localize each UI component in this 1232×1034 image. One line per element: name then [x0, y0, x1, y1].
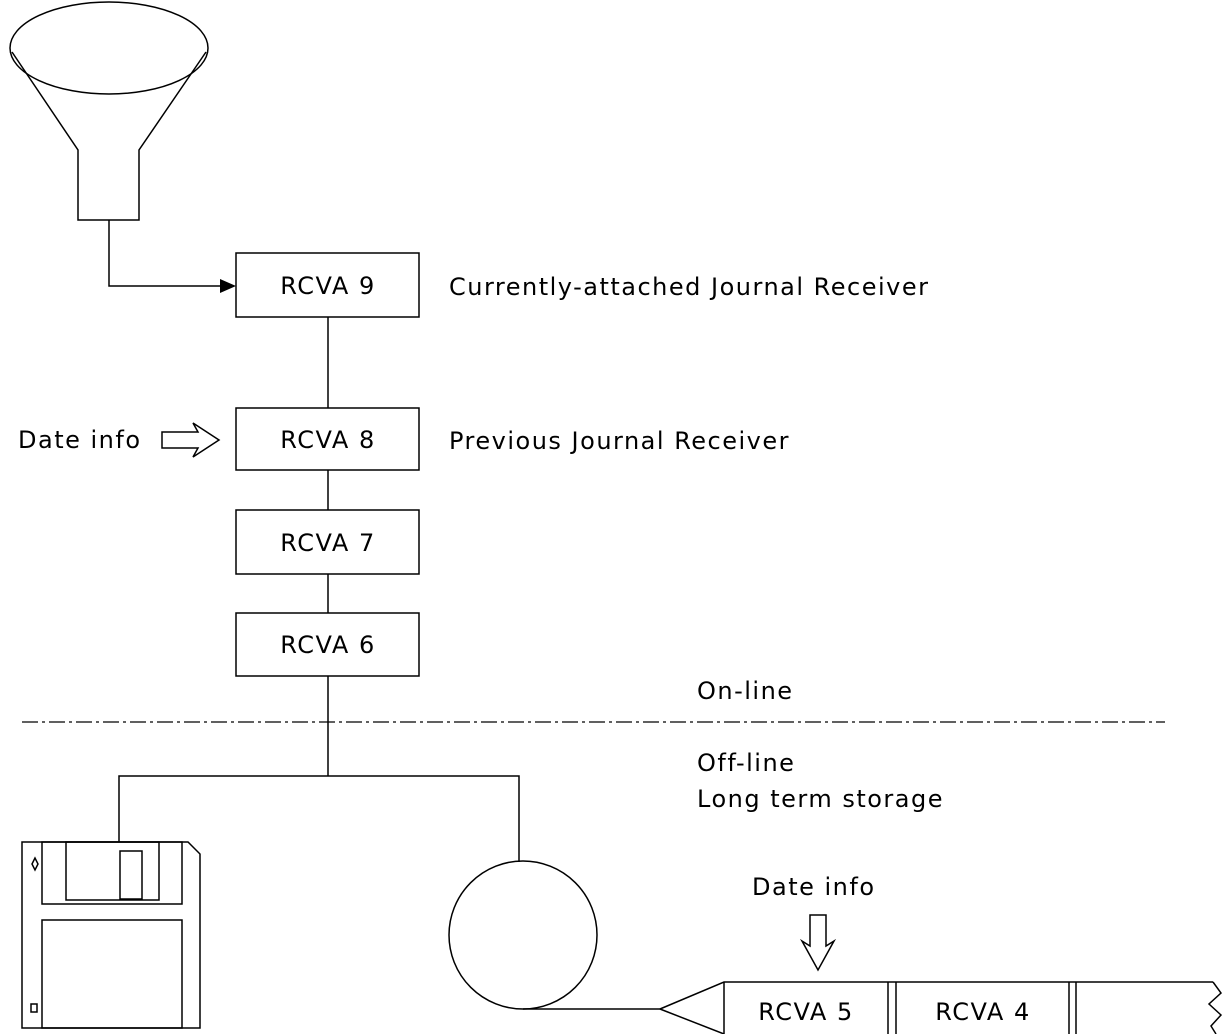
long-term-storage-label: Long term storage: [697, 785, 944, 813]
receiver-box-rcva7[interactable]: RCVA 7: [235, 509, 420, 575]
receiver-label: RCVA 8: [280, 426, 375, 454]
funnel-icon: [9, 1, 209, 221]
date-info-label-left: Date info: [18, 426, 142, 454]
current-receiver-label: Currently-attached Journal Receiver: [449, 273, 929, 301]
receiver-label: RCVA 7: [280, 529, 375, 557]
receiver-box-rcva6[interactable]: RCVA 6: [235, 612, 420, 677]
offline-label: Off-line: [697, 749, 795, 777]
tape-torn-edge: [1207, 981, 1223, 1034]
hollow-arrow-right-icon: [161, 422, 221, 458]
tape-receiver-rcva5[interactable]: RCVA 5: [758, 998, 853, 1026]
receiver-label: RCVA 4: [935, 998, 1030, 1026]
hollow-arrow-down-icon: [799, 914, 837, 972]
funnel-connector: [108, 220, 236, 293]
receiver-label: RCVA 6: [280, 631, 375, 659]
online-label: On-line: [697, 677, 794, 705]
previous-receiver-label: Previous Journal Receiver: [449, 427, 790, 455]
receiver-box-rcva9[interactable]: RCVA 9: [235, 252, 420, 318]
receiver-box-rcva8[interactable]: RCVA 8: [235, 407, 420, 471]
tape-receiver-rcva4[interactable]: RCVA 4: [935, 998, 1030, 1026]
receiver-label: RCVA 9: [280, 272, 375, 300]
arrowhead-icon: [220, 279, 236, 293]
receiver-label: RCVA 5: [758, 998, 853, 1026]
storage-branch-line: [118, 775, 520, 862]
tape-reel-icon: [448, 860, 660, 1010]
diskette-icon: [21, 841, 201, 1029]
date-info-label-tape: Date info: [752, 873, 876, 901]
tape-strip: [659, 981, 1223, 1034]
